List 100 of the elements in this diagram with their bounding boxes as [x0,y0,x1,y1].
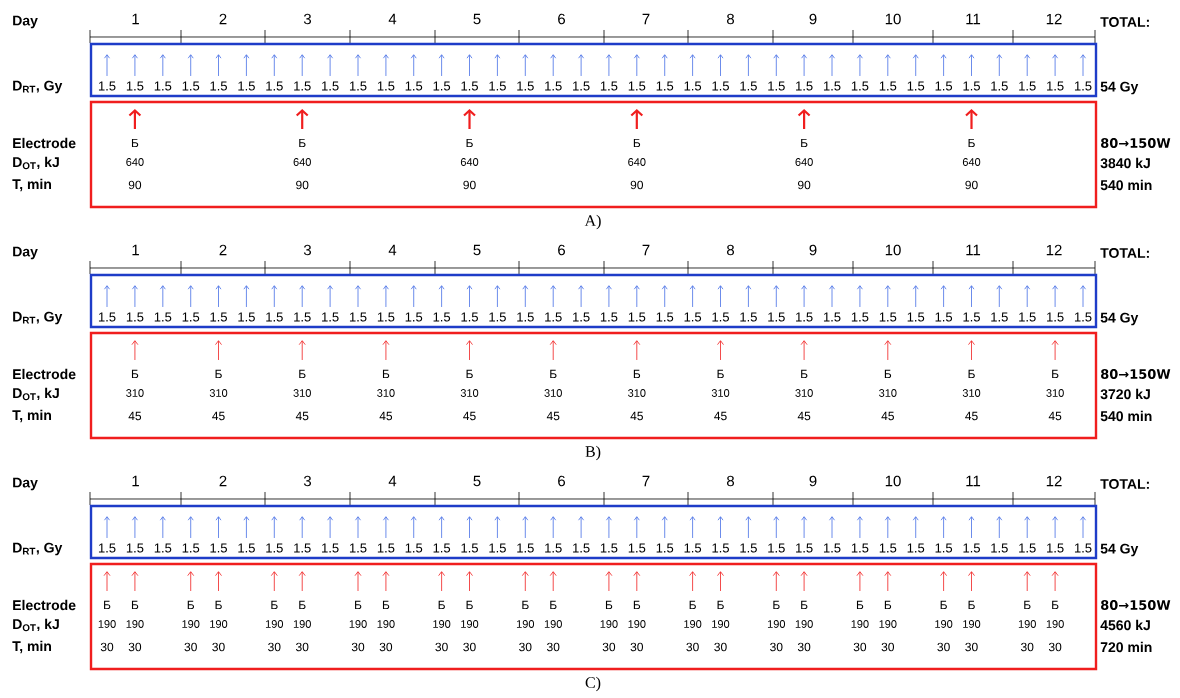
dose-value: 1.5 [823,81,841,91]
time-value: 30 [602,642,616,652]
dose-value: 1.5 [656,81,674,91]
dose-value: 1.5 [98,312,116,322]
day-number: 8 [727,244,734,256]
electrode-type: Б [773,600,780,610]
dose-value: 1.5 [126,312,144,322]
dose-value: 1.5 [740,543,757,553]
time-value: 30 [686,642,699,652]
dose-value: 1.5 [684,81,702,91]
electrode-type: Б [689,600,696,610]
time-value: 45 [881,411,894,421]
time-value: 30 [379,642,393,652]
day-number: 1 [132,13,139,25]
energy-value: 190 [767,620,786,628]
electrode-type: Б [1052,369,1059,379]
electrode-type: Б [104,600,111,610]
electrode-type: Б [633,600,641,610]
dose-value: 1.5 [489,543,506,553]
dose-value: 1.5 [935,312,953,322]
dose-value: 1.5 [656,312,674,322]
electrode-type: Б [605,600,613,610]
time-value: 45 [546,411,560,421]
dose-value: 1.5 [349,312,367,322]
energy-value: 640 [795,158,813,166]
dose-value: 1.5 [907,81,925,91]
day-number: 3 [303,475,311,487]
session-box [89,100,1098,209]
dose-value: 1.5 [405,312,423,322]
energy-value: 310 [209,389,228,397]
row-label: D$_{OT}$, kJ [13,387,59,401]
dose-value: 1.5 [963,543,980,553]
energy-value: 640 [628,158,646,166]
day-number: 4 [388,475,397,487]
day-number: 5 [473,475,481,487]
dose-value: 1.5 [154,543,172,553]
dose-value: 1.5 [433,543,451,553]
dose-value: 1.5 [517,543,534,553]
total-heading: TOTAL: [1100,479,1149,489]
electrode-type: Б [466,600,473,610]
energy-value: 190 [377,620,395,628]
dose-value: 1.5 [573,312,590,322]
dose-value: 1.5 [182,543,200,553]
electrode-type: Б [466,369,473,379]
time-value: 30 [714,642,727,652]
electrode-type: Б [1024,600,1031,610]
dose-value: 1.5 [433,81,451,91]
day-number: 3 [303,244,311,256]
day-number: 12 [1046,475,1062,487]
dose-value: 1.5 [684,312,702,322]
dose-value: 1.5 [963,312,980,322]
dose-value: 1.5 [851,543,869,553]
electrode-type: Б [187,600,194,610]
dose-value: 1.5 [907,543,925,553]
dose-value: 1.5 [405,81,423,91]
panel-caption: A) [584,214,601,230]
dose-value: 1.5 [740,312,757,322]
dose-value: 1.5 [1019,81,1036,91]
dose-value: 1.5 [266,312,283,322]
day-number: 7 [642,244,650,256]
session-box [89,562,1098,671]
time-value: 30 [184,642,197,652]
dose-value: 1.5 [238,81,255,91]
day-number: 11 [966,244,981,256]
dose-value: 1.5 [266,81,283,91]
dose-value: 1.5 [294,81,311,91]
day-number: 4 [388,13,397,25]
row-label: Electrode [13,137,76,149]
electrode-type: Б [382,369,390,379]
dose-value: 1.5 [684,543,702,553]
dose-value: 1.5 [545,81,562,91]
dose-value: 1.5 [349,81,367,91]
energy-value: 190 [1018,620,1036,628]
time-value: 90 [965,180,978,190]
energy-value: 190 [712,620,730,628]
dose-value: 1.5 [991,81,1008,91]
dose-value: 1.5 [879,81,897,91]
time-value: 30 [519,642,532,652]
dose-value: 1.5 [489,312,506,322]
dose-box [89,42,1098,98]
day-number: 7 [642,13,650,25]
energy-value: 640 [962,158,981,166]
row-label: Day [13,15,38,29]
energy-value: 190 [126,620,144,628]
electrode-type: Б [940,600,947,610]
energy-value: 640 [126,158,144,166]
day-number: 6 [558,13,565,25]
dose-value: 1.5 [712,81,729,91]
electrode-type: Б [271,600,278,610]
energy-value: 310 [126,389,144,397]
electrode-type: Б [550,369,557,379]
time-value: 30 [268,642,281,652]
dose-value: 1.5 [600,312,618,322]
dose-value: 1.5 [712,543,729,553]
dose-value: 1.5 [377,312,395,322]
dose-value: 1.5 [628,312,646,322]
time-value: 45 [128,411,142,421]
energy-value: 190 [544,620,562,628]
day-number: 8 [727,475,734,487]
dose-value: 1.5 [1047,81,1064,91]
